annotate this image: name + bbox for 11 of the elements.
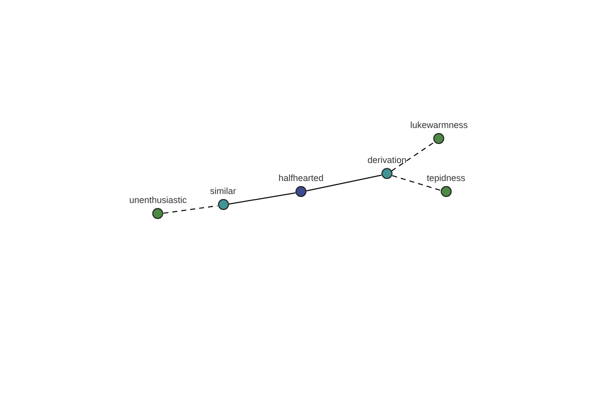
node-label: derivation	[367, 154, 407, 166]
connector-line	[392, 175, 442, 191]
connector-line	[306, 174, 382, 192]
node-label: halfhearted	[278, 172, 324, 184]
connector-line	[228, 192, 296, 205]
node-label: lukewarmness	[410, 119, 468, 131]
node-label: unenthusiastic	[129, 194, 187, 206]
node-label: tepidness	[426, 172, 466, 184]
node-label: similar	[210, 185, 236, 197]
connector-line	[391, 142, 435, 172]
connector-line	[162, 205, 218, 214]
